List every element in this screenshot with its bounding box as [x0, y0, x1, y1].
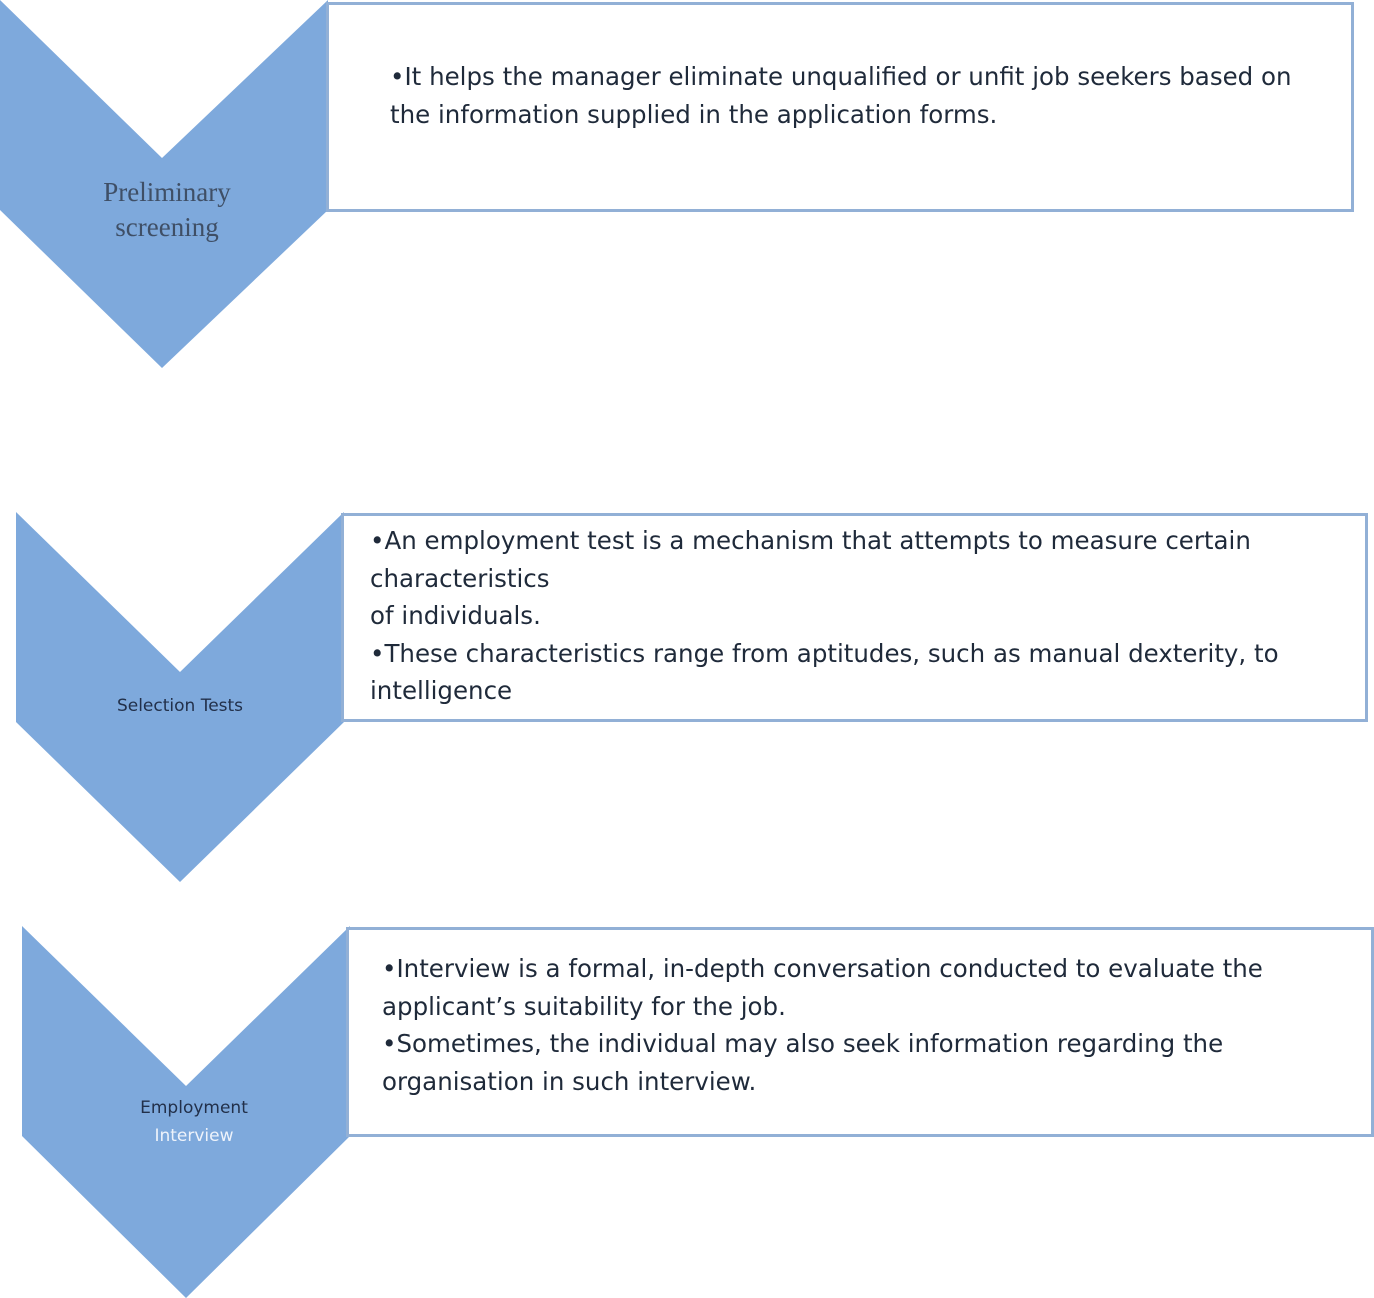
text-line: applicant’s suitability for the job.: [382, 991, 786, 1021]
text-line: •An employment test is a mechanism that …: [370, 526, 1251, 555]
step-label-line: Selection Tests: [116, 696, 244, 716]
step-label-line: Interview: [154, 1126, 234, 1146]
chevron-selection-tests: [16, 512, 344, 882]
description-text-employment-interview: •Interview is a formal, in-depth convers…: [382, 950, 1263, 1100]
step-label-line: Preliminary: [103, 177, 231, 207]
text-line: organisation in such interview.: [382, 1066, 757, 1096]
text-line: of individuals.: [370, 601, 541, 630]
description-box-preliminary-screening: [326, 2, 1354, 212]
text-line: •These characteristics range from aptitu…: [370, 638, 1279, 668]
description-box-selection-tests: [341, 513, 1368, 722]
text-line: the information supplied in the applicat…: [390, 99, 998, 129]
step-label-line: screening: [115, 212, 219, 242]
bullet-paragraph: •These characteristics range from aptitu…: [370, 635, 1279, 710]
description-text-preliminary-screening: •It helps the manager eliminate unqualif…: [390, 58, 1292, 133]
text-line: characteristics: [370, 563, 550, 593]
text-line: •Interview is a formal, in-depth convers…: [382, 954, 1263, 983]
step-label-preliminary-screening: Preliminary screening: [62, 175, 272, 245]
step-label-selection-tests: Selection Tests: [80, 692, 280, 720]
bullet-paragraph: •Interview is a formal, in-depth convers…: [382, 950, 1263, 1025]
bullet-paragraph: •An employment test is a mechanism that …: [370, 522, 1279, 635]
description-text-selection-tests: •An employment test is a mechanism that …: [370, 522, 1279, 710]
bullet-paragraph: •Sometimes, the individual may also seek…: [382, 1025, 1263, 1100]
step-label-employment-interview: Employment Interview: [94, 1094, 294, 1150]
bullet-paragraph: •It helps the manager eliminate unqualif…: [390, 58, 1292, 133]
chevron-preliminary-screening: [0, 0, 328, 368]
chevron-employment-interview: [22, 926, 350, 1298]
description-box-employment-interview: [346, 927, 1374, 1137]
text-line: •Sometimes, the individual may also seek…: [382, 1029, 1224, 1058]
text-line: •It helps the manager eliminate unqualif…: [390, 62, 1292, 91]
text-line: intelligence: [370, 676, 513, 705]
step-label-line: Employment: [140, 1098, 248, 1118]
